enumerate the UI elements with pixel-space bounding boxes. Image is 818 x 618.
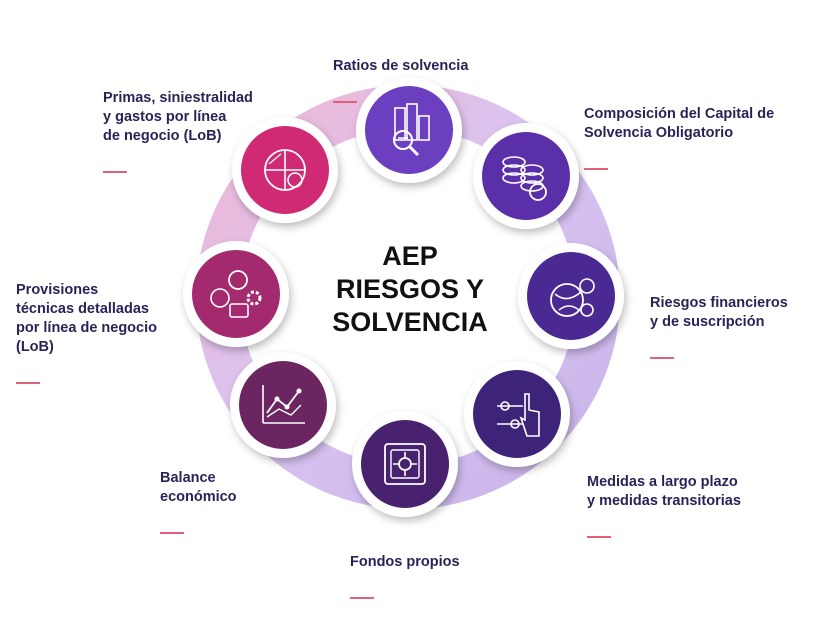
pie-chart-dollar-icon	[264, 149, 306, 191]
node-disc	[482, 132, 570, 220]
node-riesgos	[518, 243, 624, 349]
center-title-line-3: SOLVENCIA	[332, 307, 488, 337]
node-disc	[361, 420, 449, 508]
line-chart-icon	[262, 385, 305, 424]
label-provisiones-text: Provisiones técnicas detalladas por líne…	[16, 282, 157, 355]
label-ratios: Ratios de solvencia	[333, 38, 468, 122]
touch-slider-icon	[497, 393, 540, 437]
label-underline	[16, 382, 40, 384]
dollar-gear-briefcase-icon	[210, 270, 262, 318]
coin-stacks-icon	[502, 156, 547, 201]
label-underline	[350, 597, 374, 599]
center-title: AEP RIESGOS Y SOLVENCIA	[300, 240, 520, 339]
label-balance: Balance económico	[160, 450, 237, 553]
label-riesgos: Riesgos financieros y de suscripción	[650, 275, 788, 378]
center-title-line-1: AEP	[382, 241, 438, 271]
label-provisiones: Provisiones técnicas detalladas por líne…	[16, 262, 157, 403]
label-balance-text: Balance económico	[160, 470, 237, 505]
node-provisiones	[183, 241, 289, 347]
label-medidas-text: Medidas a largo plazo y medidas transito…	[587, 474, 741, 509]
node-ratios	[356, 77, 462, 183]
label-ratios-text: Ratios de solvencia	[333, 58, 469, 74]
label-fondos-text: Fondos propios	[350, 554, 460, 570]
label-fondos: Fondos propios	[350, 534, 460, 618]
node-disc	[473, 370, 561, 458]
label-riesgos-text: Riesgos financieros y de suscripción	[650, 295, 788, 330]
diagram-canvas	[183, 77, 624, 517]
node-disc	[239, 361, 327, 449]
label-underline	[650, 357, 674, 359]
label-underline	[160, 532, 184, 534]
label-underline	[103, 171, 127, 173]
label-underline	[333, 101, 357, 103]
node-primas	[232, 117, 338, 223]
node-disc	[527, 252, 615, 340]
buildings-scale-icon	[393, 103, 430, 157]
globe-money-icon	[550, 278, 595, 317]
node-fondos	[352, 411, 458, 517]
center-title-line-2: RIESGOS Y	[335, 274, 485, 304]
label-primas: Primas, siniestralidad y gastos por líne…	[103, 70, 253, 192]
safe-icon	[384, 443, 426, 485]
label-composicion: Composición del Capital de Solvencia Obl…	[584, 86, 774, 189]
node-composicion	[473, 123, 579, 229]
node-balance	[230, 352, 336, 458]
label-composicion-text: Composición del Capital de Solvencia Obl…	[584, 106, 775, 141]
label-primas-text: Primas, siniestralidad y gastos por líne…	[103, 90, 253, 144]
label-underline	[587, 536, 611, 538]
node-disc	[365, 86, 453, 174]
label-medidas: Medidas a largo plazo y medidas transito…	[587, 454, 741, 557]
node-disc	[192, 250, 280, 338]
node-medidas	[464, 361, 570, 467]
label-underline	[584, 168, 608, 170]
